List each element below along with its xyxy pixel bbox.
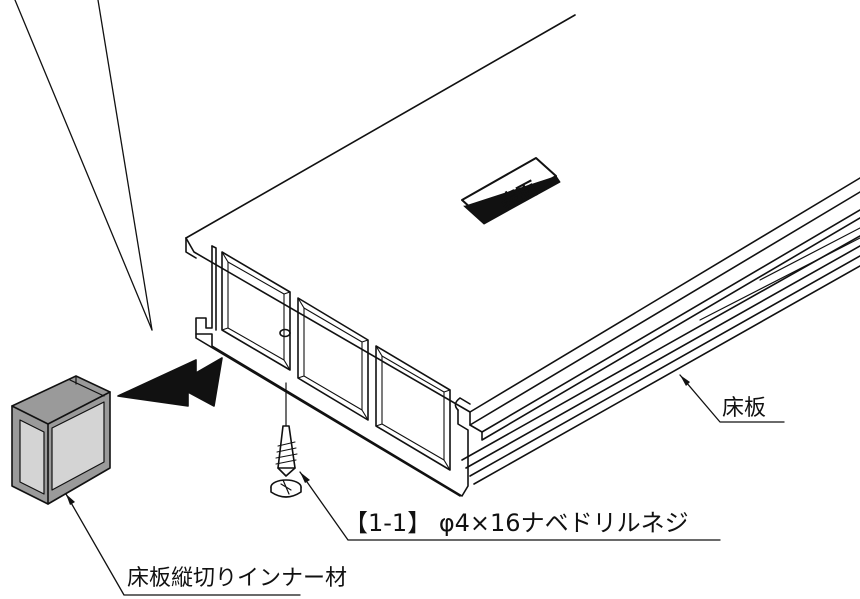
reference-lines [14,0,153,331]
floor-board-label: 床板 [722,396,767,421]
inner-material [11,375,111,505]
leader-lines [65,374,785,596]
floor-board [185,14,860,497]
surface-stamp [461,157,561,225]
screw-label: 【1-1】 φ4×16ナベドリルネジ [344,509,689,537]
screw [270,382,302,498]
insertion-arrow [117,357,223,407]
inner-material-label: 床板縦切りインナー材 [127,566,348,591]
